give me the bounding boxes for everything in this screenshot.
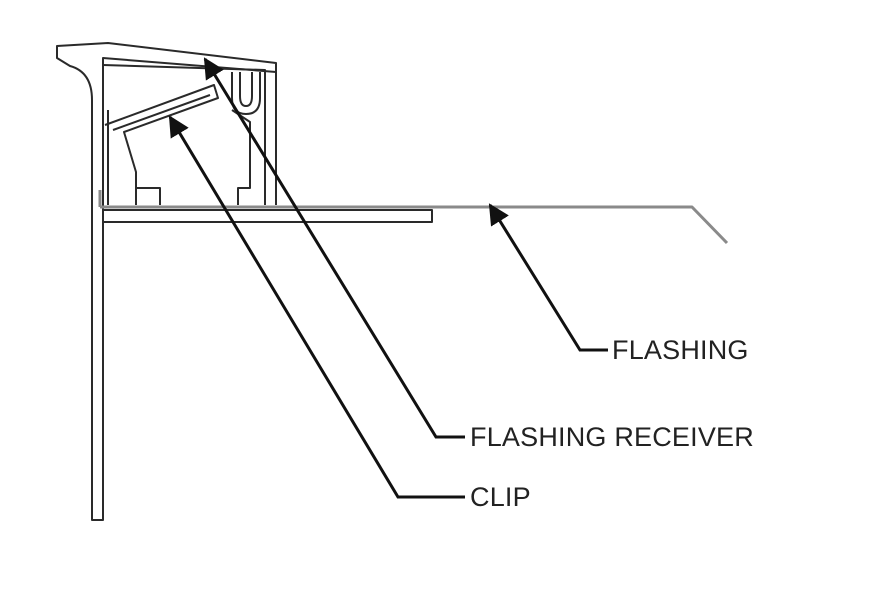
flashing-leader [488,203,608,352]
clip-profile [104,84,251,205]
vertical-mullion [56,42,277,521]
flashing-receiver-leader [203,57,465,439]
clip-leader [168,115,465,499]
flashing-label: FLASHING [612,335,749,365]
horizontal-sill [103,209,433,223]
flashing-receiver-label: FLASHING RECEIVER [470,422,754,452]
clip-label: CLIP [470,482,531,512]
leader-lines [168,57,608,499]
flashing-sheet [98,190,729,245]
